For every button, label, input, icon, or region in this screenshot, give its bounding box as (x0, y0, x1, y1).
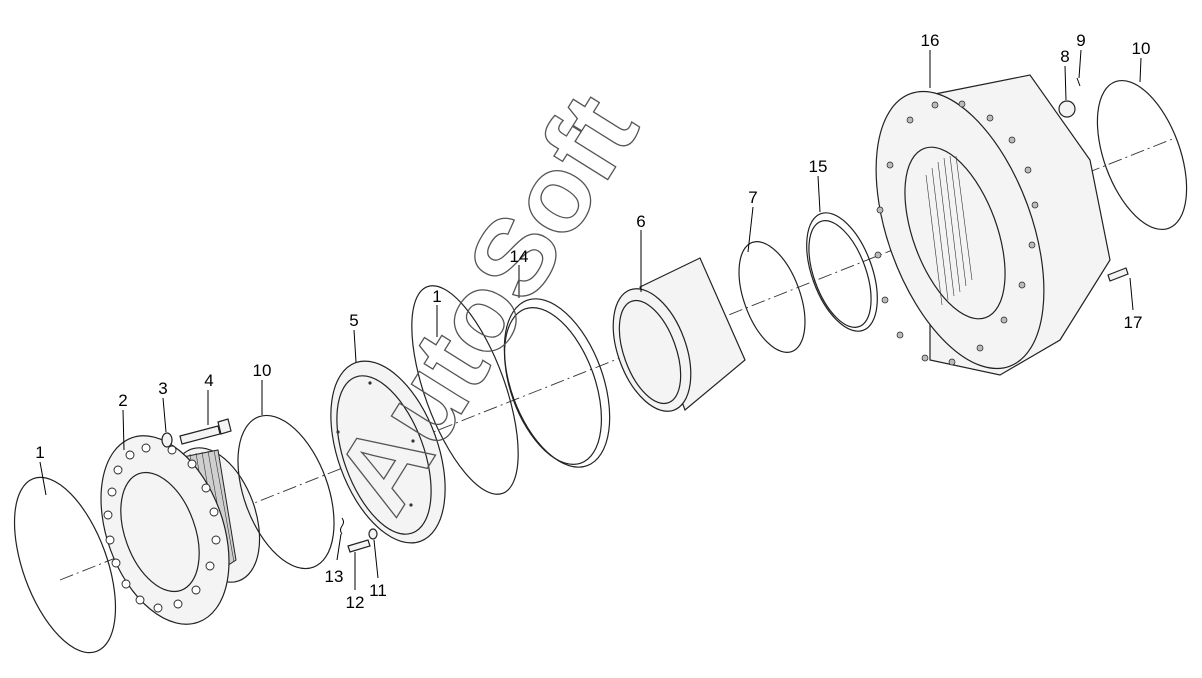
part-13-pin (340, 517, 344, 535)
callout-7: 7 (748, 188, 757, 207)
callout-2: 2 (118, 391, 127, 410)
part-8-nut (1058, 100, 1076, 118)
part-3-washer (161, 432, 173, 448)
part-15-ring (806, 212, 878, 332)
part-2-flange-hub (100, 435, 261, 625)
part-17-bolt (1107, 267, 1129, 282)
part-16-main-housing (874, 74, 1111, 376)
callout-8: 8 (1060, 47, 1069, 66)
part-10-gasket-right (1096, 79, 1188, 231)
part-10-gasket-left (237, 414, 335, 570)
callout-15: 15 (809, 157, 828, 176)
part-9-pin (1076, 77, 1081, 87)
part-12-bolt (347, 539, 371, 553)
callout-3: 3 (158, 379, 167, 398)
callout-10-left: 10 (253, 361, 272, 380)
part-6-bearing-housing (612, 257, 746, 412)
callout-17: 17 (1124, 313, 1143, 332)
callout-9: 9 (1076, 31, 1085, 50)
callout-1-left: 1 (35, 443, 44, 462)
callout-13: 13 (325, 567, 344, 586)
part-1-gasket-left (13, 476, 117, 654)
watermark-text: AutoSoft (311, 74, 661, 533)
callout-12: 12 (346, 593, 365, 612)
callout-5: 5 (349, 311, 358, 330)
callout-4: 4 (204, 371, 213, 390)
part-5-flange-ring (330, 360, 446, 544)
callout-14: 14 (510, 247, 529, 266)
callout-1-middle: 1 (432, 287, 441, 306)
callout-10-right: 10 (1132, 39, 1151, 58)
leader-lines (39, 49, 1142, 590)
part-1-gasket-middle (411, 285, 519, 495)
part-7-seal (738, 241, 806, 353)
part-4-bolt (179, 418, 232, 445)
part-14-ring (503, 298, 611, 468)
callout-16: 16 (921, 31, 940, 50)
part-11-washer (368, 528, 378, 540)
callout-6: 6 (636, 212, 645, 231)
callout-11: 11 (369, 581, 387, 600)
